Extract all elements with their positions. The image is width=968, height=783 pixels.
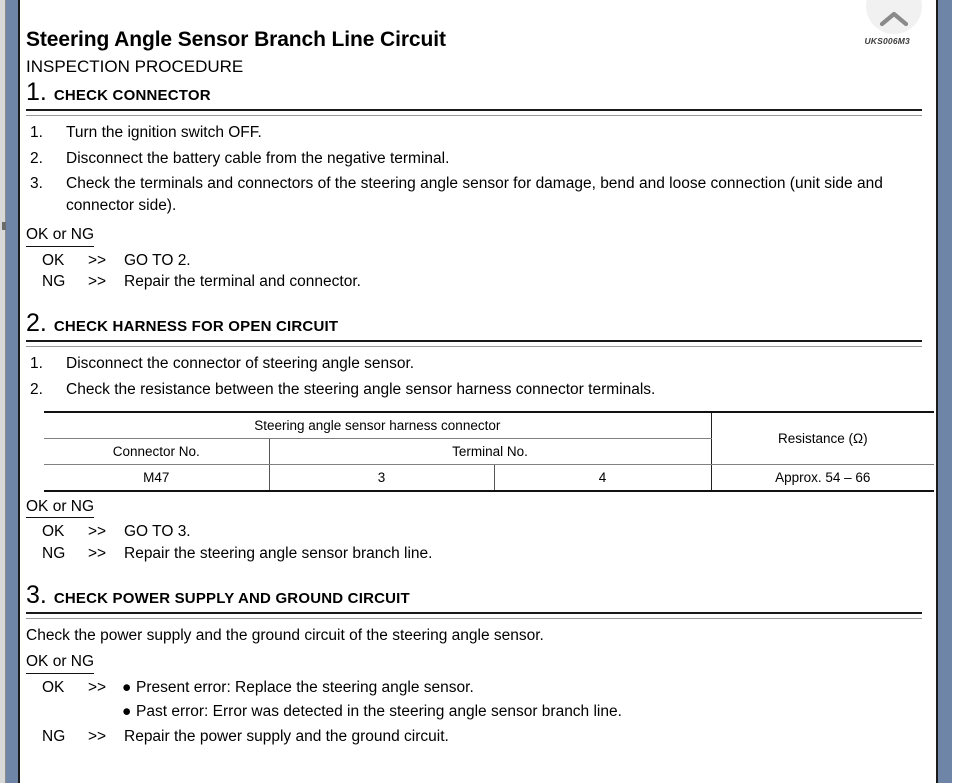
- verdict-key: OK: [42, 678, 65, 696]
- document-page: Steering Angle Sensor Branch Line Circui…: [20, 0, 936, 783]
- verdict-key: NG: [42, 544, 66, 562]
- list-item-number: 2.: [30, 149, 43, 167]
- verdict-sub-indent: [26, 701, 124, 722]
- step-rule-2: [26, 340, 922, 348]
- verdict-row: NG >> Repair the terminal and connector.: [26, 271, 922, 292]
- resistance-spec-table: Steering angle sensor harness connector …: [44, 410, 935, 492]
- table-resistance-header: Resistance (Ω): [710, 410, 935, 465]
- table-cell-terminal-a: 3: [269, 464, 495, 492]
- step-number-3: 3.: [26, 581, 47, 610]
- list-item-text: Check the resistance between the steerin…: [66, 380, 656, 398]
- list-item: 2. Disconnect the battery cable from the…: [26, 148, 922, 170]
- list-item-number: 1.: [30, 355, 43, 373]
- step-title-3: CHECK POWER SUPPLY AND GROUND CIRCUIT: [53, 590, 410, 608]
- verdict-text: Repair the power supply and the ground c…: [124, 728, 449, 746]
- chevron-up-icon: [866, 10, 922, 28]
- list-item-number: 3.: [30, 174, 43, 192]
- list-item-text: Check the terminals and connectors of th…: [66, 174, 883, 214]
- table-row-sub-header: Connector No. Terminal No.: [44, 438, 934, 465]
- verdict-arrow: >>: [88, 523, 107, 541]
- step-2-list: 1. Disconnect the connector of steering …: [26, 353, 922, 400]
- step-heading-2: 2. CHECK HARNESS FOR OPEN CIRCUIT: [26, 311, 922, 336]
- page-edge-right: [938, 0, 952, 783]
- verdict-arrow: >>: [88, 544, 107, 562]
- verdict-text: Repair the steering angle sensor branch …: [124, 544, 433, 562]
- right-gutter: [952, 0, 968, 783]
- verdict-key: NG: [42, 273, 66, 291]
- verdict-text: Present error: Replace the steering angl…: [136, 678, 474, 696]
- step-3-body: Check the power supply and the ground ci…: [26, 627, 544, 645]
- step-2-verdicts: OK >> GO TO 3. NG >> Repair the steering…: [26, 521, 922, 564]
- verdict-row: OK >> GO TO 3.: [26, 521, 922, 542]
- verdict-arrow: >>: [88, 273, 107, 291]
- verdict-row: NG >> Repair the power supply and the gr…: [26, 726, 922, 747]
- step-heading-1: 1. CHECK CONNECTOR: [26, 80, 922, 105]
- step-title-2: CHECK HARNESS FOR OPEN CIRCUIT: [53, 318, 339, 336]
- page-border-left: [18, 0, 20, 783]
- step-number-2: 2.: [26, 309, 47, 338]
- table-cell-terminal-b: 4: [494, 464, 712, 492]
- verdict-text-wrap: ●Present error: Replace the steering ang…: [122, 677, 922, 698]
- table-subheader-connector-no: Connector No.: [44, 438, 270, 465]
- table-row-group-header: Steering angle sensor harness connector …: [44, 410, 935, 465]
- step-title-1: CHECK CONNECTOR: [53, 87, 211, 105]
- verdict-key: NG: [42, 728, 66, 746]
- bullet-icon: ●: [122, 678, 132, 696]
- table-cell-resistance: Approx. 54 – 66: [710, 464, 935, 492]
- list-item: 3. Check the terminals and connectors of…: [26, 173, 922, 217]
- verdict-arrow: >>: [88, 678, 107, 696]
- left-gutter: [0, 0, 6, 783]
- verdict-row: OK >> ●Present error: Replace the steeri…: [26, 677, 922, 698]
- verdict-sub-text: Past error: Error was detected in the st…: [136, 702, 622, 720]
- table-row: M47 3 4 Approx. 54 – 66: [44, 464, 935, 492]
- table-group-header: Steering angle sensor harness connector: [44, 410, 712, 439]
- page-edge-left: [6, 0, 18, 783]
- ok-or-ng-label-1: OK or NG: [26, 224, 95, 247]
- verdict-key: OK: [42, 251, 65, 269]
- step-heading-3: 3. CHECK POWER SUPPLY AND GROUND CIRCUIT: [26, 583, 922, 608]
- spacer: [26, 564, 922, 580]
- left-gutter-rule: [5, 0, 6, 783]
- verdict-row: NG >> Repair the steering angle sensor b…: [26, 543, 922, 564]
- verdict-text: GO TO 2.: [124, 251, 191, 269]
- section-label: INSPECTION PROCEDURE: [26, 57, 244, 77]
- verdict-key: OK: [42, 523, 65, 541]
- list-item-number: 1.: [30, 124, 43, 142]
- step-1-list: 1. Turn the ignition switch OFF. 2. Disc…: [26, 122, 922, 217]
- list-item-text: Disconnect the connector of steering ang…: [66, 355, 415, 373]
- step-1-verdicts: OK >> GO TO 2. NG >> Repair the terminal…: [26, 250, 922, 293]
- verdict-sub-row: ● Past error: Error was detected in the …: [26, 701, 922, 722]
- document-header: Steering Angle Sensor Branch Line Circui…: [26, 0, 922, 77]
- verdict-text: GO TO 3.: [124, 523, 191, 541]
- list-item-text: Turn the ignition switch OFF.: [66, 124, 262, 142]
- bullet-icon: ●: [122, 702, 132, 720]
- page-tick-marker: [2, 222, 6, 230]
- list-item: 1. Turn the ignition switch OFF.: [26, 122, 922, 144]
- list-item-text: Disconnect the battery cable from the ne…: [66, 149, 450, 167]
- step-rule-1: [26, 109, 922, 117]
- ok-or-ng-label-3: OK or NG: [26, 651, 95, 674]
- table-subheader-terminal-no: Terminal No.: [269, 438, 712, 465]
- verdict-row: OK >> GO TO 2.: [26, 250, 922, 271]
- verdict-arrow: >>: [88, 251, 107, 269]
- reference-code: UKS006M3: [864, 36, 910, 46]
- verdict-arrow: >>: [88, 728, 107, 746]
- list-item: 1. Disconnect the connector of steering …: [26, 353, 922, 375]
- step-rule-3: [26, 612, 922, 620]
- list-item-number: 2.: [30, 380, 43, 398]
- verdict-text: Repair the terminal and connector.: [124, 273, 361, 291]
- list-item: 2. Check the resistance between the stee…: [26, 379, 922, 401]
- page-title: Steering Angle Sensor Branch Line Circui…: [26, 28, 446, 51]
- step-3-verdicts: OK >> ●Present error: Replace the steeri…: [26, 677, 922, 748]
- ok-or-ng-label-2: OK or NG: [26, 496, 95, 519]
- page-border-right: [936, 0, 938, 783]
- table-cell-connector-no: M47: [44, 464, 270, 492]
- step-number-1: 1.: [26, 78, 47, 107]
- spacer: [26, 292, 922, 308]
